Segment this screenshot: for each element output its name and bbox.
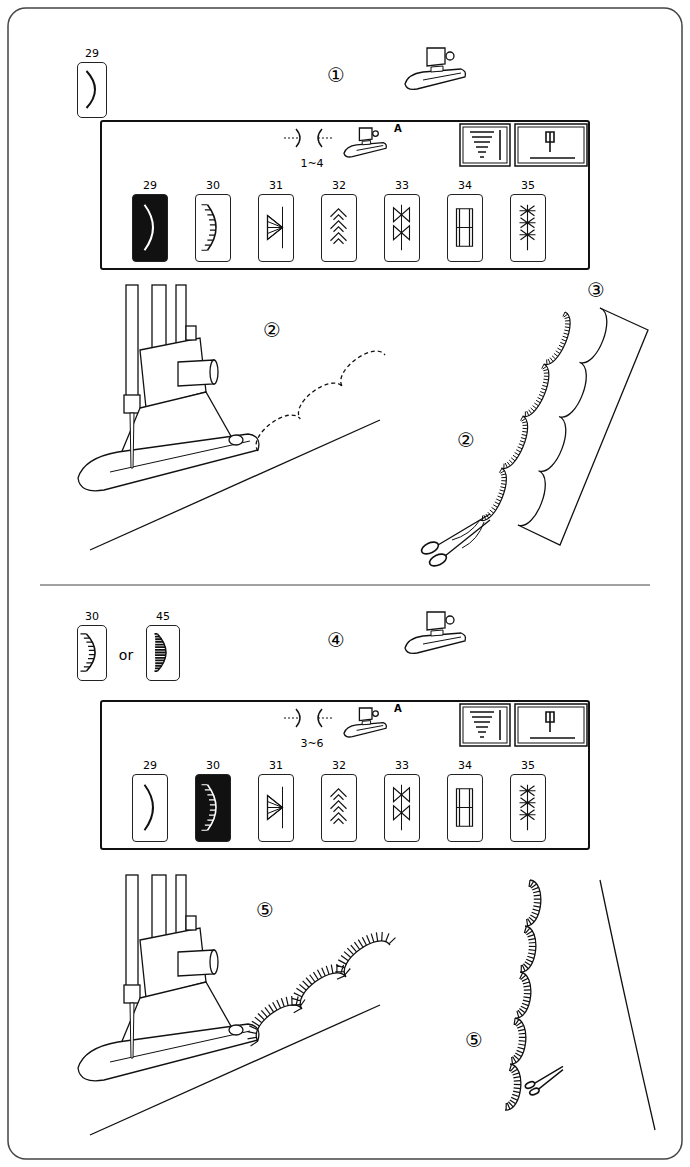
or-word: or: [117, 648, 135, 662]
callout-number: ②: [261, 320, 283, 340]
stitch-glyph: [196, 775, 229, 840]
pattern-number: 45: [156, 611, 170, 622]
pattern-number: 31: [269, 760, 283, 771]
presser-foot-icon: [405, 612, 466, 653]
pattern-number: 35: [521, 760, 535, 771]
pattern-icon: 29: [77, 62, 107, 118]
pattern-key: 30: [195, 774, 231, 842]
width-range: 1~4: [300, 158, 323, 169]
divider: [40, 584, 650, 585]
pattern-key: 32: [321, 194, 357, 262]
scallop-fabric: [420, 308, 648, 568]
pattern-key: 31: [258, 774, 294, 842]
presser-foot-icon: [405, 48, 466, 89]
foot-letter: A: [394, 124, 402, 134]
stitch-glyph: [196, 195, 229, 260]
stitch-glyph: [133, 195, 166, 260]
stitch-glyph: [78, 626, 105, 679]
presser-foot-icon: [344, 128, 386, 157]
pattern-icon: 45: [146, 625, 180, 681]
presser-foot-icon: [344, 708, 386, 737]
pattern-key: 30: [195, 194, 231, 262]
pattern-number: 35: [521, 180, 535, 191]
pattern-key: 29: [132, 774, 168, 842]
callout-number: ⑤: [463, 1030, 485, 1050]
scissors: [420, 514, 490, 568]
pattern-number: 31: [269, 180, 283, 191]
pattern-key: 34: [447, 194, 483, 262]
pattern-key: 34: [447, 774, 483, 842]
pattern-number: 33: [395, 180, 409, 191]
width-range: 3~6: [300, 738, 323, 749]
pattern-number: 29: [85, 48, 99, 59]
pattern-number: 32: [332, 760, 346, 771]
stitch-glyph: [322, 195, 355, 260]
presser-foot-drawing: [78, 875, 259, 1081]
scissors: [524, 1066, 563, 1096]
callout-number: ⑤: [254, 900, 276, 920]
pattern-number: 29: [143, 760, 157, 771]
stitch-glyph: [78, 63, 105, 116]
pattern-number: 34: [458, 760, 472, 771]
screen-icons: [284, 704, 587, 746]
stitch-glyph: [448, 195, 481, 260]
screen-icons: [284, 124, 587, 166]
pattern-key: 31: [258, 194, 294, 262]
callout-number: ④: [325, 630, 347, 650]
pattern-number: 30: [206, 180, 220, 191]
callout-number: ②: [455, 430, 477, 450]
pattern-key: 29: [132, 194, 168, 262]
satin-scallop-fabric: [505, 880, 655, 1130]
presser-foot-drawing: [78, 285, 259, 491]
lcd-screen: 3~6 A 29 30 31 32 33 34 35: [100, 700, 590, 850]
pattern-number: 30: [85, 611, 99, 622]
stitch-glyph: [511, 195, 544, 260]
stitch-glyph: [385, 195, 418, 260]
pattern-key: 32: [321, 774, 357, 842]
pattern-key: 35: [510, 774, 546, 842]
lcd-screen: 1~4 A 29 30 31 32 33 34 35: [100, 120, 590, 270]
callout-number: ③: [585, 280, 607, 300]
pattern-key: 33: [384, 774, 420, 842]
page-frame: [8, 8, 682, 1159]
stitch-glyph: [133, 775, 166, 840]
stitch-glyph: [322, 775, 355, 840]
stitch-glyph: [448, 775, 481, 840]
stitch-glyph: [147, 626, 178, 679]
callout-number: ①: [325, 65, 347, 85]
pattern-number: 30: [206, 760, 220, 771]
stitch-glyph: [385, 775, 418, 840]
pattern-number: 33: [395, 760, 409, 771]
pattern-key: 33: [384, 194, 420, 262]
stitch-glyph: [511, 775, 544, 840]
pattern-number: 34: [458, 180, 472, 191]
foot-letter: A: [394, 704, 402, 714]
pattern-number: 32: [332, 180, 346, 191]
stitch-glyph: [259, 775, 292, 840]
pattern-icon: 30: [77, 625, 107, 681]
stitch-glyph: [259, 195, 292, 260]
pattern-number: 29: [143, 180, 157, 191]
pattern-key: 35: [510, 194, 546, 262]
